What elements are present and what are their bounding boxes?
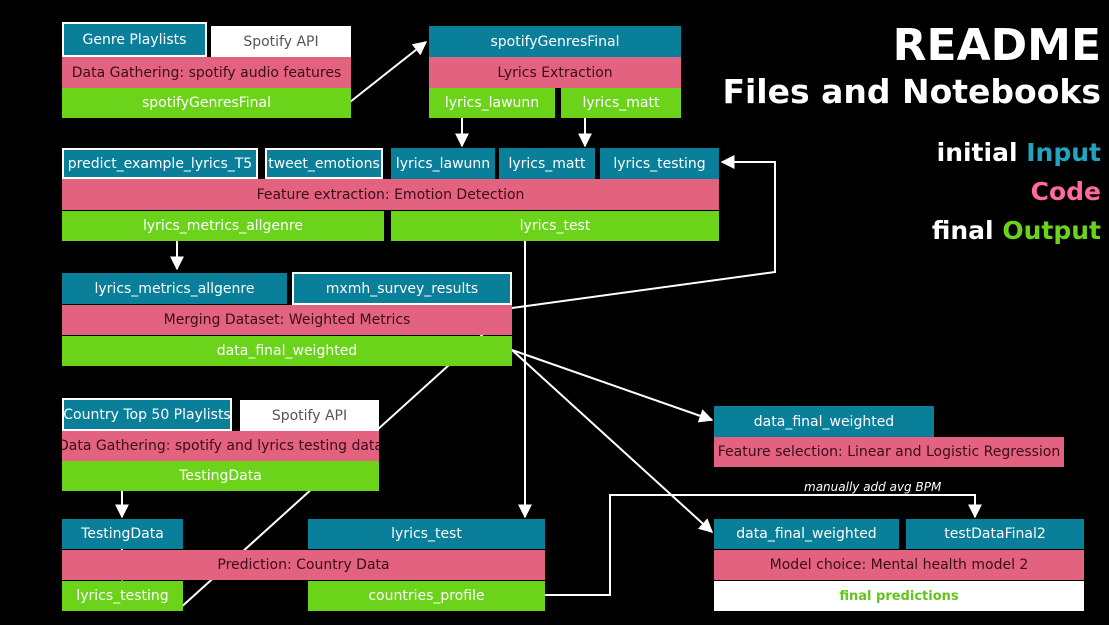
- lyrics-lawunn-input: lyrics_lawunn: [391, 148, 495, 179]
- tweet-emotions-input: tweet_emotions: [265, 148, 383, 179]
- feature-extraction-emotion-detection: Feature extraction: Emotion Detection: [62, 179, 719, 210]
- lyrics-extraction: Lyrics Extraction: [429, 57, 681, 88]
- legend-output-word: Output: [1002, 216, 1101, 245]
- arrow-to-lyrics-testing-input: [511, 155, 776, 309]
- legend-input-prefix: initial: [936, 138, 1018, 167]
- data-final-weighted-input-2: data_final_weighted: [714, 519, 899, 549]
- lyrics-testing-output: lyrics_testing: [62, 581, 183, 611]
- arrow-to-feature-selection: [511, 349, 714, 423]
- arrow-to-model-choice: [511, 349, 714, 533]
- testing-data-input: TestingData: [62, 519, 183, 549]
- title-block: README Files and Notebooks: [722, 20, 1101, 112]
- lyrics-testing-input: lyrics_testing: [600, 148, 719, 179]
- countries-profile-output: countries_profile: [308, 581, 545, 611]
- legend-input: initial Input: [937, 138, 1101, 167]
- legend-input-word: Input: [1026, 138, 1101, 167]
- mxmh-survey-results-input: mxmh_survey_results: [292, 272, 512, 305]
- spotify-genres-final-input: spotifyGenresFinal: [429, 26, 681, 57]
- lyrics-matt-input: lyrics_matt: [499, 148, 595, 179]
- readme-title: README: [892, 20, 1101, 71]
- data-gathering-audio-features: Data Gathering: spotify audio features: [62, 57, 351, 88]
- predict-example-lyrics-input: predict_example_lyrics_T5: [62, 148, 258, 179]
- lyrics-metrics-allgenre-input: lyrics_metrics_allgenre: [62, 273, 287, 304]
- prediction-country-data: Prediction: Country Data: [62, 550, 545, 580]
- arrow-genres-to-lyrics-extraction: [349, 41, 428, 103]
- merging-dataset-weighted-metrics: Merging Dataset: Weighted Metrics: [62, 305, 512, 335]
- spotify-genres-final-output: spotifyGenresFinal: [62, 88, 351, 118]
- genre-playlists-input: Genre Playlists: [62, 22, 207, 57]
- lyrics-matt-output: lyrics_matt: [561, 88, 681, 118]
- test-data-final2-input: testDataFinal2: [906, 519, 1084, 549]
- model-choice-mental-health: Model choice: Mental health model 2: [714, 550, 1084, 580]
- feature-selection-regression: Feature selection: Linear and Logistic R…: [714, 437, 1064, 467]
- spotify-api-input-1: Spotify API: [211, 26, 351, 57]
- lyrics-test-input: lyrics_test: [308, 519, 545, 549]
- arrow-countries-to-testdatafinal2: [545, 494, 982, 596]
- legend-output-prefix: final: [931, 216, 994, 245]
- data-final-weighted-input-1: data_final_weighted: [714, 406, 934, 437]
- manual-bpm-annotation: manually add avg BPM: [804, 480, 942, 494]
- country-top50-playlists-input: Country Top 50 Playlists: [62, 398, 232, 431]
- final-predictions-output: final predictions: [714, 581, 1084, 611]
- lyrics-metrics-allgenre-output: lyrics_metrics_allgenre: [62, 211, 384, 241]
- data-gathering-lyrics-testing: Data Gathering: spotify and lyrics testi…: [62, 431, 379, 461]
- legend-code: Code: [1031, 177, 1101, 206]
- legend-code-word: Code: [1030, 177, 1101, 206]
- files-notebooks-subtitle: Files and Notebooks: [722, 72, 1101, 111]
- legend-output: final Output: [932, 216, 1101, 245]
- data-final-weighted-output: data_final_weighted: [62, 336, 512, 366]
- lyrics-lawunn-output: lyrics_lawunn: [429, 88, 555, 118]
- lyrics-test-output: lyrics_test: [391, 211, 719, 241]
- testing-data-output: TestingData: [62, 461, 379, 491]
- spotify-api-input-2: Spotify API: [240, 400, 379, 431]
